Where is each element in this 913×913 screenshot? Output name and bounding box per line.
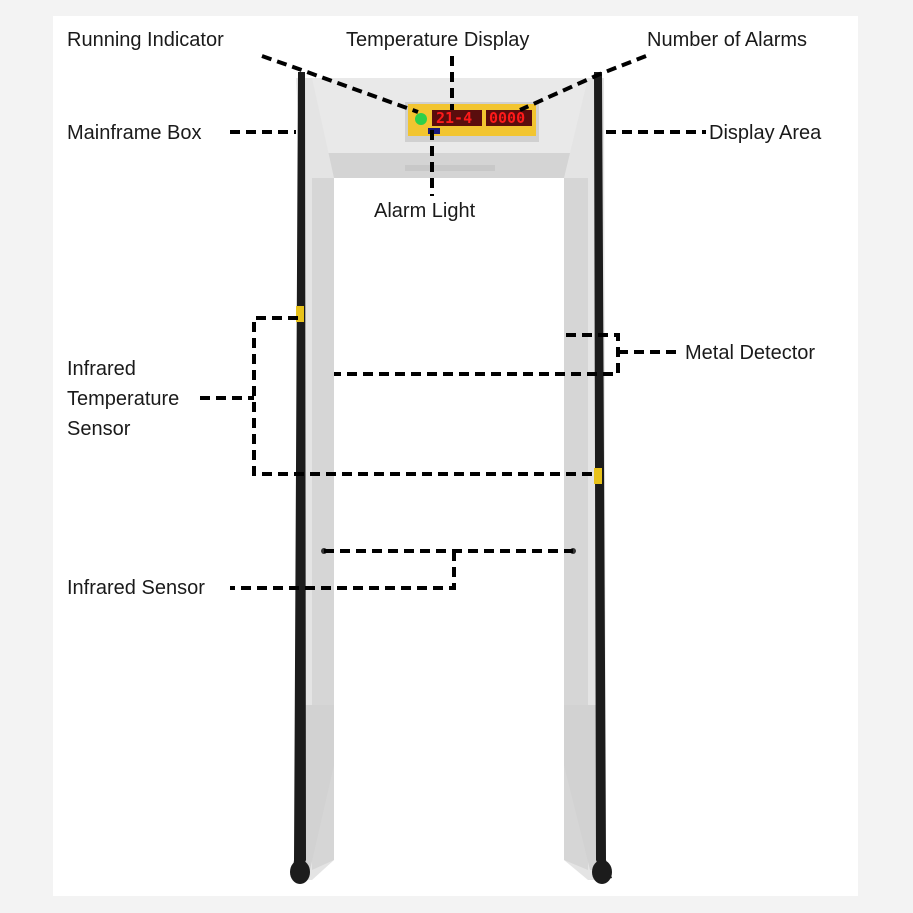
label-temperature-display: Temperature Display	[346, 29, 530, 51]
label-number-of-alarms: Number of Alarms	[647, 29, 808, 51]
display-panel: 21-4 0000	[405, 102, 539, 142]
label-mainframe-box: Mainframe Box	[67, 122, 202, 144]
label-metal-detector: Metal Detector	[685, 342, 816, 364]
box-vent-slot	[405, 165, 495, 171]
running-indicator-light	[415, 113, 427, 125]
right-edge-strip	[594, 72, 612, 880]
left-pillar-foot	[300, 705, 334, 870]
leader-metal-detector	[334, 333, 680, 376]
leader-running-indicator	[261, 54, 419, 114]
label-infrared-temperature-sensor-line-1: Infrared	[67, 358, 136, 380]
temperature-readout-window	[432, 110, 482, 126]
left-pillar-inner-face	[312, 178, 334, 870]
right-pillar-inner-face	[564, 178, 588, 870]
detector-gate: 21-4 0000	[290, 72, 612, 884]
label-infrared-sensor: Infrared Sensor	[67, 577, 205, 599]
label-infrared-temperature-sensor-line-3: Sensor	[67, 418, 131, 440]
alarm-count-readout-window	[486, 110, 532, 126]
left-foot-cap	[290, 860, 310, 884]
infrared-temperature-sensor-right	[594, 468, 602, 484]
label-infrared-temperature-sensor: Infrared Temperature Sensor	[67, 354, 179, 444]
infrared-temperature-sensor-left	[296, 306, 304, 322]
leader-number-of-alarms	[519, 54, 647, 112]
label-infrared-temperature-sensor-line-2: Temperature	[67, 388, 180, 410]
leader-lines	[200, 54, 706, 590]
right-foot-cap	[592, 860, 612, 884]
label-alarm-light: Alarm Light	[374, 200, 476, 222]
leader-infrared-temperature-sensor	[200, 316, 596, 476]
label-display-area: Display Area	[709, 122, 822, 144]
right-pillar-foot	[564, 705, 598, 870]
label-running-indicator: Running Indicator	[67, 29, 224, 51]
alarm-count-readout: 0000	[489, 109, 525, 127]
leader-infrared-sensor	[230, 549, 573, 590]
temperature-readout: 21-4	[436, 109, 472, 127]
